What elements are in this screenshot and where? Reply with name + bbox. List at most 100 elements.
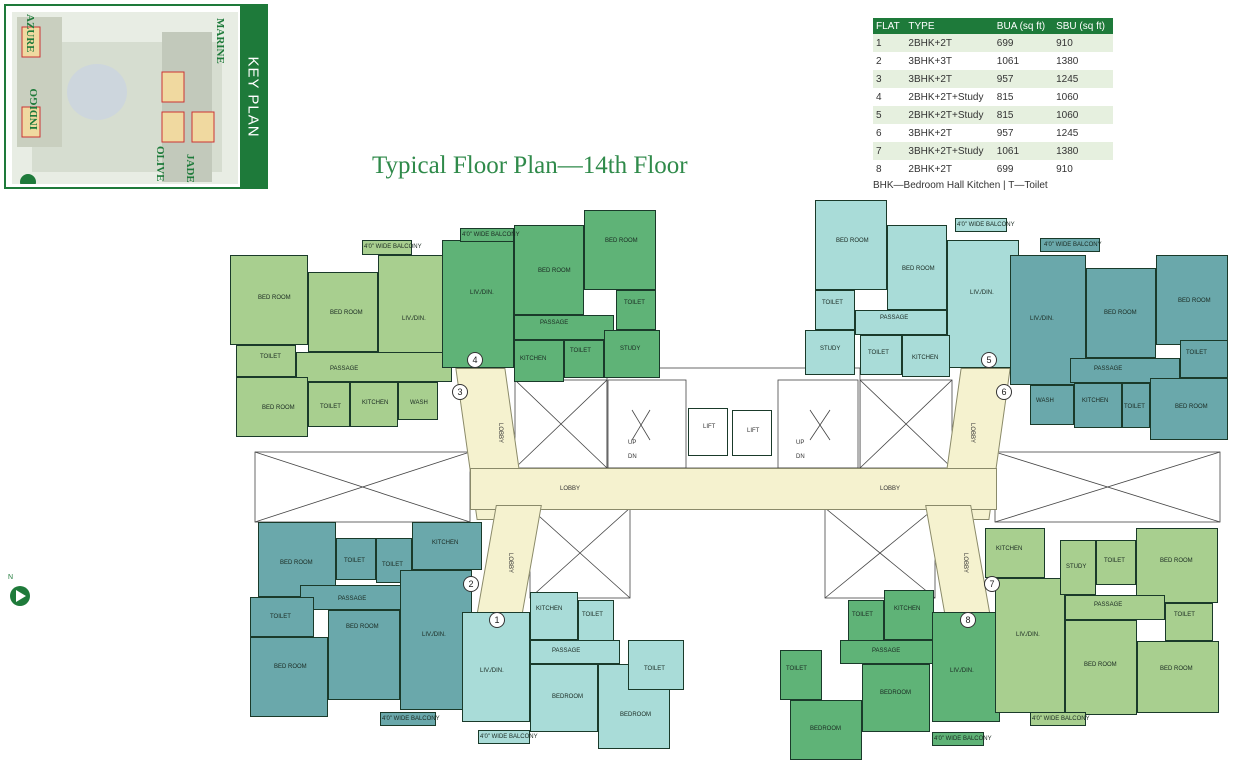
room-label: LIV./DIN.	[470, 290, 494, 296]
flat-4-toilet	[616, 290, 656, 330]
room-label: 4'0" WIDE BALCONY	[364, 244, 422, 250]
flat-type-cell: 2BHK+2T	[905, 34, 994, 52]
table-header-sbu: SBU (sq ft)	[1053, 18, 1113, 34]
room-label: PASSAGE	[540, 320, 569, 326]
room-label: TOILET	[344, 558, 365, 564]
bua-cell: 1061	[993, 142, 1054, 160]
flat-type-cell: 3BHK+3T	[908, 55, 953, 67]
bua-cell: 699	[996, 163, 1014, 175]
room-label: PASSAGE	[1094, 602, 1123, 608]
lift-label: LIFT	[747, 428, 760, 434]
room-label: STUDY	[620, 346, 641, 352]
flat-8-balcony	[932, 732, 984, 746]
north-label: N	[8, 574, 14, 581]
bua-cell: 957	[993, 70, 1054, 88]
room-label: KITCHEN	[432, 540, 459, 546]
flat-3-bedroom	[308, 272, 378, 352]
flat-7-living	[995, 578, 1065, 713]
north-compass-icon	[10, 586, 30, 606]
table-header-type: TYPE	[905, 18, 994, 34]
key-plan-bar: KEY PLAN	[240, 6, 266, 187]
flat-type-cell: 2BHK+2T	[908, 163, 953, 175]
room-label: 4'0" WIDE BALCONY	[382, 716, 440, 722]
room-label: LIV./DIN.	[402, 316, 426, 322]
flat-6-bedroom	[1086, 268, 1156, 358]
flat-4-bedroom	[514, 225, 584, 315]
room-label: LIV./DIN.	[1016, 632, 1040, 638]
lobby-label: LOBBY	[962, 552, 969, 574]
room-label: BEDROOM	[552, 694, 584, 700]
flat-4-passage	[514, 315, 614, 340]
flat-type-cell: 3BHK+2T	[908, 127, 953, 139]
room-label: BED ROOM	[330, 310, 363, 316]
flat-2-bedroom	[258, 522, 336, 597]
lobby-label: LOBBY	[880, 486, 901, 492]
flat-5-bedroom	[815, 200, 887, 290]
room-label: KITCHEN	[536, 606, 563, 612]
flat-number-cell: 4	[876, 91, 882, 103]
flat-1-living	[462, 612, 530, 722]
room-label: 4'0" WIDE BALCONY	[462, 232, 520, 238]
flat-5-study	[805, 330, 855, 375]
flat-1-balcony	[478, 730, 530, 744]
lobby-label: LOBBY	[507, 552, 514, 574]
flat-number-cell: 1	[873, 34, 906, 52]
room-label: 4'0" WIDE BALCONY	[1032, 716, 1090, 722]
room-label: BED ROOM	[346, 624, 379, 630]
room-label: BEDROOM	[810, 726, 842, 732]
flat-6-wash	[1030, 385, 1074, 425]
flat-3-bedroom	[236, 377, 308, 437]
flat-5-bedroom	[887, 225, 947, 310]
flat-3-wash	[398, 382, 438, 420]
flat-1-toilet	[578, 600, 614, 642]
flat-7-toilet	[1096, 540, 1136, 585]
room-label: TOILET	[644, 666, 665, 672]
room-label: KITCHEN	[996, 546, 1023, 552]
flat-2-kitchen	[412, 522, 482, 570]
room-label: WASH	[410, 400, 428, 406]
sbu-cell: 910	[1056, 163, 1073, 175]
room-label: TOILET	[570, 348, 591, 354]
room-label: BED ROOM	[836, 238, 869, 244]
flat-number-cell: 6	[876, 127, 882, 139]
flat-number-badge: 4	[467, 352, 483, 368]
lobby-corridor	[470, 468, 997, 510]
room-label: KITCHEN	[894, 606, 921, 612]
room-label: BED ROOM	[262, 405, 295, 411]
flat-8-kitchen	[884, 590, 934, 640]
flat-3-toilet	[236, 345, 296, 377]
room-label: LIV./DIN.	[970, 290, 994, 296]
flat-5-living	[947, 240, 1019, 368]
sbu-cell: 1380	[1056, 55, 1079, 67]
compass-arrow-icon	[16, 590, 26, 602]
key-plan: AZURE MARINE INDIGO OLIVE JADE KEY PLAN	[4, 4, 268, 190]
sbu-cell: 1060	[1056, 91, 1079, 103]
flat-7-balcony	[1030, 712, 1086, 726]
room-label: 4'0" WIDE BALCONY	[1044, 242, 1102, 248]
room-label: BED ROOM	[274, 664, 307, 670]
sbu-cell: 1245	[1053, 70, 1113, 88]
bua-cell: 957	[996, 127, 1014, 139]
flat-4-bedroom	[584, 210, 656, 290]
table-legend: BHK—Bedroom Hall Kitchen | T—Toilet	[873, 180, 1048, 191]
room-label: PASSAGE	[1094, 366, 1123, 372]
flat-6-toilet	[1180, 340, 1228, 378]
flat-5-toilet	[860, 335, 902, 375]
room-label: BED ROOM	[258, 295, 291, 301]
stair-up-label: UP	[796, 440, 805, 446]
flat-6-bedroom	[1150, 378, 1228, 440]
lobby-label: LOBBY	[560, 486, 581, 492]
flat-5-balcony	[955, 218, 1007, 232]
room-label: STUDY	[1066, 564, 1087, 570]
room-label: LIV./DIN.	[1030, 316, 1054, 322]
room-label: BED ROOM	[538, 268, 571, 274]
flat-number-cell: 7	[873, 142, 906, 160]
room-label: TOILET	[852, 612, 873, 618]
flat-5-passage	[855, 310, 947, 335]
flat-7-bedroom	[1065, 620, 1137, 715]
room-label: TOILET	[260, 354, 281, 360]
flat-number-cell: 2	[876, 55, 882, 67]
room-label: 4'0" WIDE BALCONY	[480, 734, 538, 740]
